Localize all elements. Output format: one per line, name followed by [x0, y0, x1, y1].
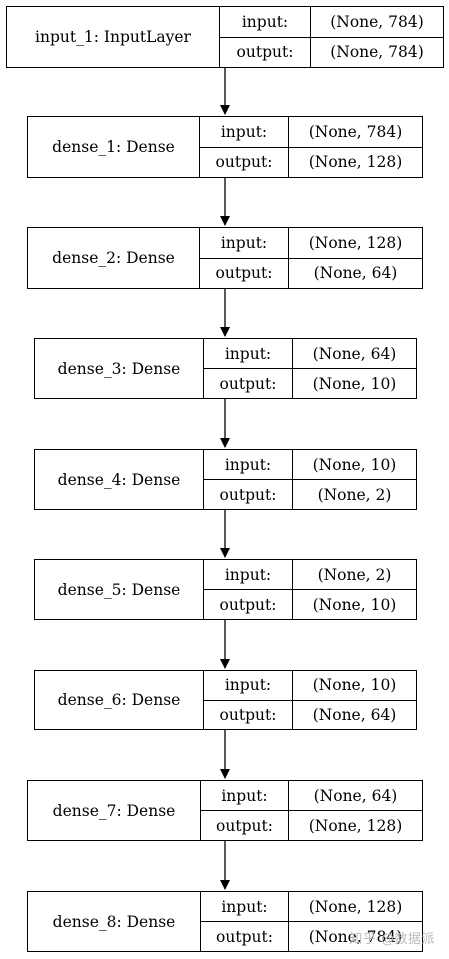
input-shape: (None, 10) — [312, 676, 397, 695]
output-shape: (None, 128) — [308, 153, 403, 172]
node-dense_5: dense_5: Dense input: (None, 2) output: (N… — [34, 559, 417, 620]
output-label: output: — [200, 258, 289, 288]
node-dense_2: dense_2: Dense input: (None, 128) output:… — [27, 227, 423, 289]
input-shape: (None, 784) — [330, 12, 424, 31]
node-dense_4: dense_4: Dense input: (None, 10) output: (… — [34, 449, 417, 510]
node-name: dense_7: Dense — [28, 781, 201, 840]
output-shape: (None, 784) — [330, 43, 424, 62]
output-label: output: — [204, 700, 293, 729]
node-name: dense_6: Dense — [35, 671, 204, 729]
output-shape: (None, 784) — [308, 927, 403, 946]
node-name: dense_3: Dense — [35, 339, 204, 398]
input-label: input: — [200, 117, 289, 147]
node-input_1: input_1: InputLayer input: (None, 784) ou… — [6, 6, 444, 68]
input-label: input: — [204, 671, 293, 700]
output-label: output: — [204, 480, 293, 509]
node-dense_6: dense_6: Dense input: (None, 10) output: (… — [34, 670, 417, 730]
input-label: input: — [204, 450, 293, 479]
input-shape: (None, 128) — [308, 897, 403, 916]
input-label: input: — [220, 7, 311, 37]
node-dense_8: dense_8: Dense input: (None, 128) output:… — [27, 891, 423, 952]
input-shape: (None, 64) — [313, 786, 398, 805]
input-label: input: — [204, 339, 293, 368]
input-label: input: — [201, 781, 289, 810]
watermark: 知乎 @数据派 — [349, 932, 435, 947]
node-dense_3: dense_3: Dense input: (None, 64) output: (… — [34, 338, 417, 399]
output-label: output: — [200, 147, 289, 177]
output-shape: (None, 10) — [312, 374, 397, 393]
output-label: output: — [220, 37, 311, 67]
node-name: dense_8: Dense — [28, 892, 201, 951]
input-shape: (None, 128) — [308, 233, 403, 252]
input-shape: (None, 784) — [308, 122, 403, 141]
output-shape: (None, 2) — [317, 485, 392, 504]
output-label: output: — [201, 922, 289, 951]
node-dense_7: dense_7: Dense input: (None, 64) output: (… — [27, 780, 423, 841]
output-shape: (None, 64) — [312, 705, 397, 724]
output-label: output: — [204, 369, 293, 398]
node-name: input_1: InputLayer — [7, 7, 220, 67]
input-label: input: — [204, 560, 293, 589]
output-label: output: — [201, 811, 289, 840]
input-shape: (None, 2) — [317, 565, 392, 584]
input-label: input: — [201, 892, 289, 921]
node-name: dense_5: Dense — [35, 560, 204, 619]
node-name: dense_4: Dense — [35, 450, 204, 509]
node-dense_1: dense_1: Dense input: (None, 784) output:… — [27, 116, 423, 178]
output-shape: (None, 64) — [313, 264, 398, 283]
input-shape: (None, 64) — [312, 344, 397, 363]
node-name: dense_1: Dense — [28, 117, 200, 177]
output-label: output: — [204, 590, 293, 619]
output-shape: (None, 10) — [312, 595, 397, 614]
input-shape: (None, 10) — [312, 455, 397, 474]
input-label: input: — [200, 228, 289, 258]
node-name: dense_2: Dense — [28, 228, 200, 288]
output-shape: (None, 128) — [308, 816, 403, 835]
